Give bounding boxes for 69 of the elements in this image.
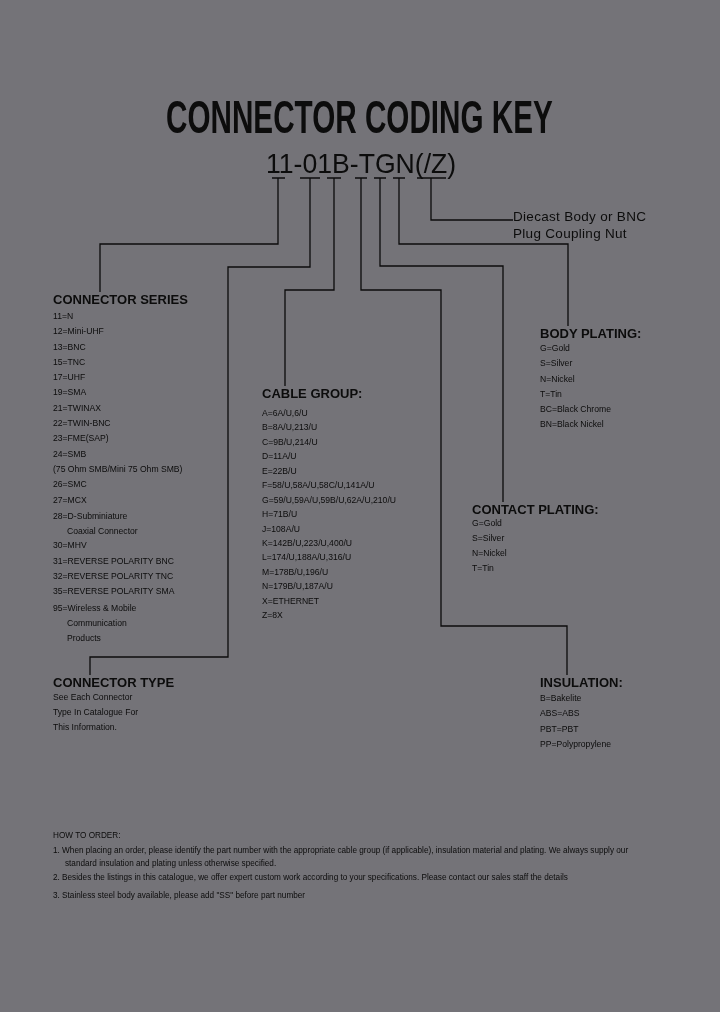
section-heading: CONTACT PLATING: [472,502,599,517]
note-text: See Each Connector Type In Catalogue For This Information. [53,691,140,735]
leader-line [392,177,569,327]
key-entry: 21=TWINAX [53,401,101,414]
key-entry: 28=D-Subminiature Coaxial Connector [53,509,139,539]
key-entry: 12=Mini-UHF [53,325,104,338]
key-entry: 31=REVERSE POLARITY BNC [53,554,174,567]
key-entry: PBT=PBT [540,722,579,735]
key-entry: N=Nickel [472,547,507,559]
key-entry: T=Tin [540,387,562,400]
key-entry: 17=UHF [53,371,86,384]
key-entry: 26=SMC [53,478,87,491]
leader-line [416,177,514,221]
key-entry: PP=Polypropylene [540,737,611,750]
key-entry: D=11A/U [262,450,297,463]
key-entry: X=ETHERNET [262,594,320,607]
key-entry: BN=Black Nickel [540,418,604,431]
order-heading: HOW TO ORDER: [53,830,121,842]
key-entry: 11=N [53,310,74,322]
key-entry: M=178B/U,196/U [262,565,329,578]
part-number: 11-01B-TGN(/Z) [266,150,457,178]
key-entry: 95=Wireless & Mobile Communication Products [53,601,138,646]
key-entry: 27=MCX [53,493,87,506]
key-entry: K=142B/U,223/U,400/U [262,536,353,549]
key-entry: S=Silver [472,532,505,544]
leader-line [354,177,568,676]
leader-line [89,177,321,676]
key-entry: 32=REVERSE POLARITY TNC [53,570,174,583]
key-entry: L=174/U,188A/U,316/U [262,551,352,564]
key-entry: T=Tin [472,562,494,574]
key-entry: G=Gold [540,342,570,354]
key-entry: F=58/U,58A/U,58C/U,141A/U [262,479,375,492]
order-note: 2. Besides the listings in this catalogue, we offer expert custom work according to your specifications. Please contact our sales staff the details [53,872,569,884]
key-entry: 30=MHV [53,539,87,552]
order-note: 3. Stainless steel body available, please add "SS" before part number [53,890,307,902]
key-entry: A=6A/U,6/U [262,407,308,419]
order-note: 1. When placing an order, please identify the part number with the appropriate cable group (if applicable), insulation material and plating. We always supply our standard insulation and plating unless otherwise specified. [53,845,630,870]
key-entry: 22=TWIN-BNC [53,417,111,430]
key-entry: 15=TNC [53,355,86,368]
key-entry: E=22B/U [262,464,297,477]
key-entry: 13=BNC [53,340,86,353]
key-entry: BC=Black Chrome [540,403,611,416]
section-heading: CABLE GROUP: [262,386,363,401]
key-entry: (75 Ohm SMB/Mini 75 Ohm SMB) [53,462,183,475]
section-heading: CONNECTOR TYPE [53,675,175,690]
leader-line [284,177,342,387]
key-entry: N=179B/U,187A/U [262,580,333,593]
key-entry: ABS=ABS [540,707,580,720]
key-entry: Z=8X [262,609,283,622]
key-entry: 23=FME(SAP) [53,432,109,445]
key-entry: S=Silver [540,357,573,370]
callout-text: Diecast Body or BNC Plug Coupling Nut [513,208,678,242]
key-entry: G=59/U,59A/U,59B/U,62A/U,210/U [262,493,396,506]
leader-line [99,177,286,293]
title: CONNECTOR CODING KEY [166,94,553,140]
key-entry: H=71B/U [262,508,298,521]
key-entry: B=8A/U,213/U [262,421,318,434]
section-heading: INSULATION: [540,675,623,690]
key-entry: N=Nickel [540,372,575,385]
key-entry: 35=REVERSE POLARITY SMA [53,585,175,598]
key-entry: J=108A/U [262,522,300,535]
section-heading: CONNECTOR SERIES [53,292,188,307]
key-entry: 19=SMA [53,386,87,399]
key-entry: G=Gold [472,517,502,529]
leader-line [373,177,504,503]
key-entry: 24=SMB [53,447,87,460]
section-heading: BODY PLATING: [540,326,642,341]
key-entry: B=Bakelite [540,692,582,704]
key-entry: C=9B/U,214/U [262,435,318,448]
